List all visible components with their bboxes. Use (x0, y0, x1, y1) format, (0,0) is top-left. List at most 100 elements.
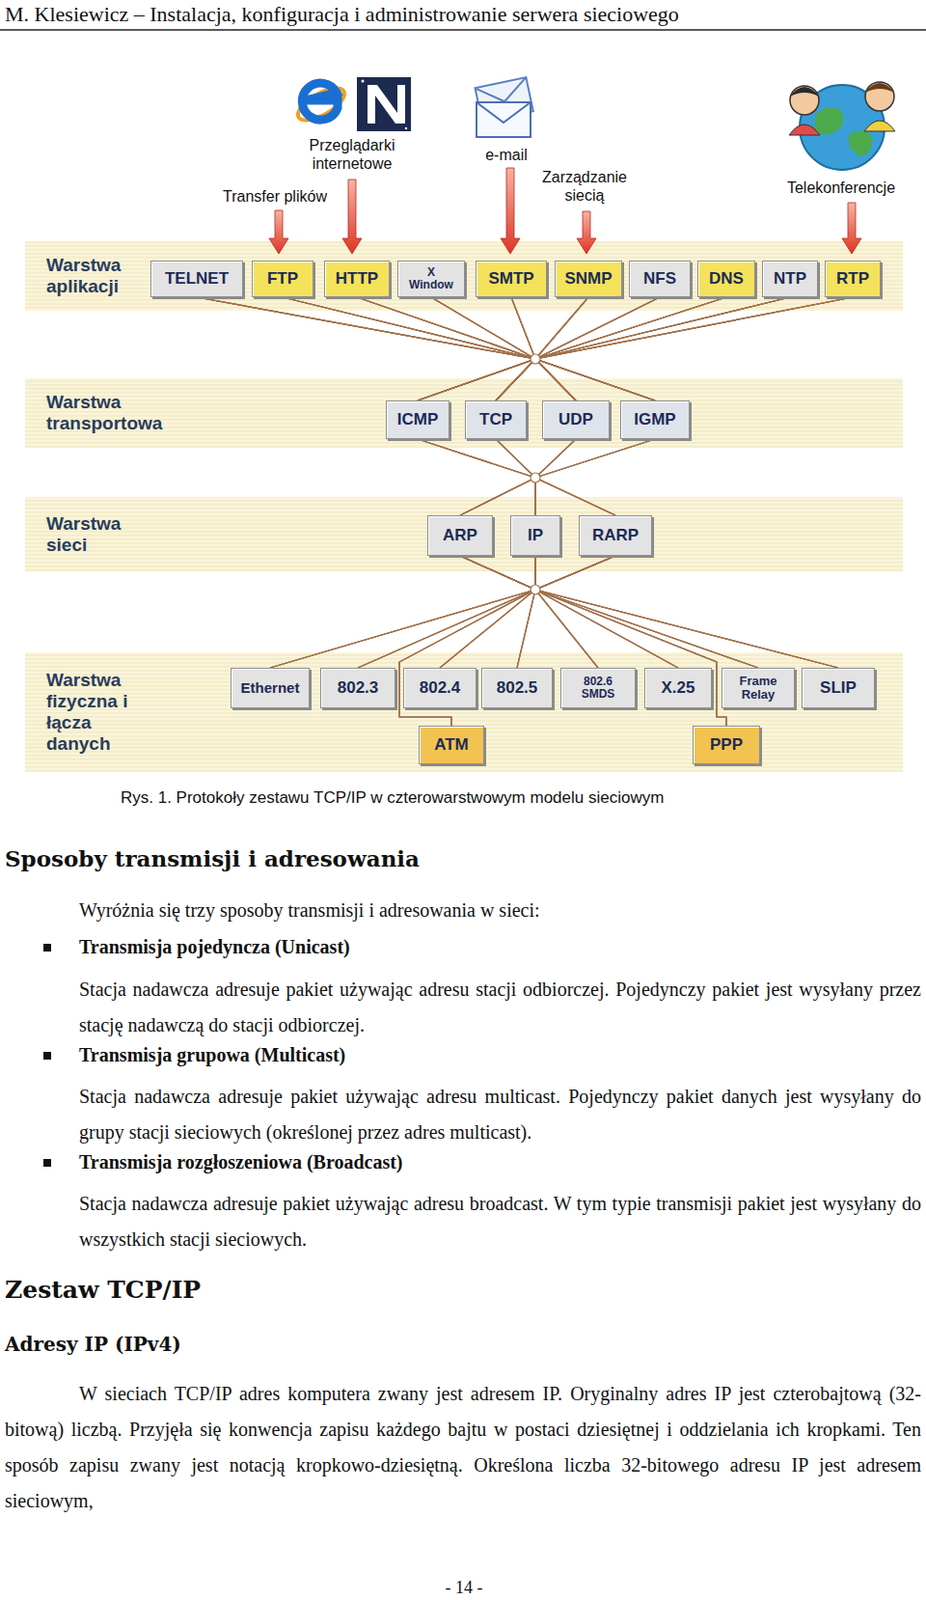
browser-icon (356, 77, 411, 132)
bullet-heading: Transmisja rozgłoszeniowa (Broadcast) (79, 1149, 919, 1173)
protocol-link (535, 438, 655, 516)
protocol-box: NFS (628, 260, 691, 298)
protocol-link (282, 297, 536, 401)
protocol-link (535, 297, 727, 401)
protocol-link (535, 555, 759, 668)
protocol-box: Ethernet (230, 667, 310, 709)
protocol-link (460, 555, 599, 668)
figure-caption: Rys. 1. Protokoły zestawu TCP/IP w czter… (120, 787, 893, 808)
protocol-box: SMTP (475, 260, 547, 298)
protocol-name: 802.3 (337, 679, 380, 697)
protocol-link (535, 555, 679, 668)
protocol-link (460, 438, 655, 516)
band-ground (25, 652, 903, 772)
protocol-link (417, 297, 853, 401)
protocol-link (270, 555, 616, 668)
protocol-link (535, 297, 853, 401)
protocol-link (535, 297, 655, 401)
protocol-link (495, 438, 616, 516)
protocol-link (356, 297, 536, 401)
protocol-name: ATM (434, 735, 469, 754)
protocol-box: FTP (251, 260, 314, 298)
protocol-name: SLIP (819, 679, 857, 697)
band-ground (25, 378, 903, 448)
protocol-link (535, 297, 853, 401)
browser-icon (367, 84, 406, 124)
protocol-box: DNS (697, 260, 756, 298)
protocol-link (535, 555, 727, 726)
protocol-link (431, 297, 655, 401)
protocol-link (535, 438, 616, 516)
junction-dot (530, 472, 541, 483)
subsection-heading: Adresy IP (IPv4) (4, 1332, 584, 1356)
bullet-heading: Transmisja grupowa (Multicast) (79, 1042, 919, 1066)
junction-group (530, 354, 541, 595)
protocol-link (270, 555, 536, 668)
protocol-name: ICMP (397, 410, 439, 429)
junction-dot (530, 354, 541, 364)
protocol-box: SNMP (554, 260, 623, 298)
body-text: Wyróżnia się trzy sposoby transmisji i a… (79, 898, 919, 922)
protocol-link (460, 438, 576, 516)
protocol-name: RTP (836, 270, 870, 288)
protocol-box: RARP (578, 515, 653, 556)
protocol-link (196, 297, 536, 401)
protocol-box: UDP (542, 400, 610, 439)
bullet (43, 943, 52, 952)
protocol-link (417, 438, 536, 516)
header-rule (0, 28, 926, 31)
protocol-box: IGMP (620, 400, 690, 439)
protocol-box: IP (510, 515, 561, 556)
pointer-arrow (342, 179, 362, 254)
person-hair (865, 82, 895, 93)
protocol-box: TELNET (150, 260, 244, 298)
protocol-link (196, 297, 536, 401)
protocol-box: X Window (397, 260, 465, 298)
protocol-link (495, 297, 536, 401)
browser-icon (361, 80, 365, 83)
protocol-name: RARP (592, 526, 639, 545)
person-head (789, 85, 819, 115)
globe-land (848, 130, 873, 157)
protocol-box: ICMP (385, 400, 450, 439)
bullet-heading: Transmisja pojedyncza (Unicast) (79, 934, 919, 958)
protocol-box: PPP (692, 725, 761, 764)
protocol-box: 802.6 SMDS (560, 667, 636, 709)
layer-band: Warstwa transportowaICMPTCPUDPIGMP (25, 378, 903, 448)
protocol-name: NTP (773, 270, 807, 288)
protocol-box: 802.5 (481, 667, 553, 709)
protocol-name: PPP (709, 735, 743, 754)
protocol-box: HTTP (324, 260, 390, 298)
bullet (43, 1051, 52, 1060)
section-heading: Zestaw TCP/IP (4, 1275, 584, 1305)
protocol-name: SMTP (488, 270, 534, 288)
protocol-link (282, 297, 536, 401)
protocol-box: 802.4 (403, 667, 477, 709)
band-ground (25, 496, 903, 572)
envelope (476, 102, 531, 137)
icon-label: Transfer plików (202, 187, 348, 206)
protocol-link (535, 297, 790, 401)
protocol-link (517, 555, 536, 668)
protocol-link (439, 555, 616, 668)
layer-band: Warstwa aplikacji TELNET FTP HTTPX Window SM… (25, 241, 903, 311)
page-number: - 14 - (415, 1576, 513, 1598)
envelope (476, 102, 531, 123)
body-text: Stacja nadawcza adresuje pakiet używając… (79, 1185, 922, 1257)
protocol-link (417, 297, 589, 401)
layer-label: Warstwa fizyczna i łącza danych (46, 669, 132, 755)
protocol-name: 802.4 (419, 679, 462, 697)
pointer-arrow (269, 210, 289, 254)
bullet (43, 1158, 52, 1167)
layer-label: Warstwa aplikacji (46, 254, 153, 298)
person-hair (789, 86, 819, 97)
protocol-name: TELNET (164, 270, 229, 288)
layer-band: Warstwa sieciARPIPRARP (25, 496, 903, 572)
protocol-link (431, 297, 576, 401)
protocol-link (417, 438, 536, 516)
person-head (865, 81, 895, 111)
protocol-link (356, 297, 576, 401)
protocol-name: UDP (558, 410, 594, 429)
protocol-link (460, 555, 839, 668)
protocol-name: 802.6 SMDS (574, 675, 622, 700)
